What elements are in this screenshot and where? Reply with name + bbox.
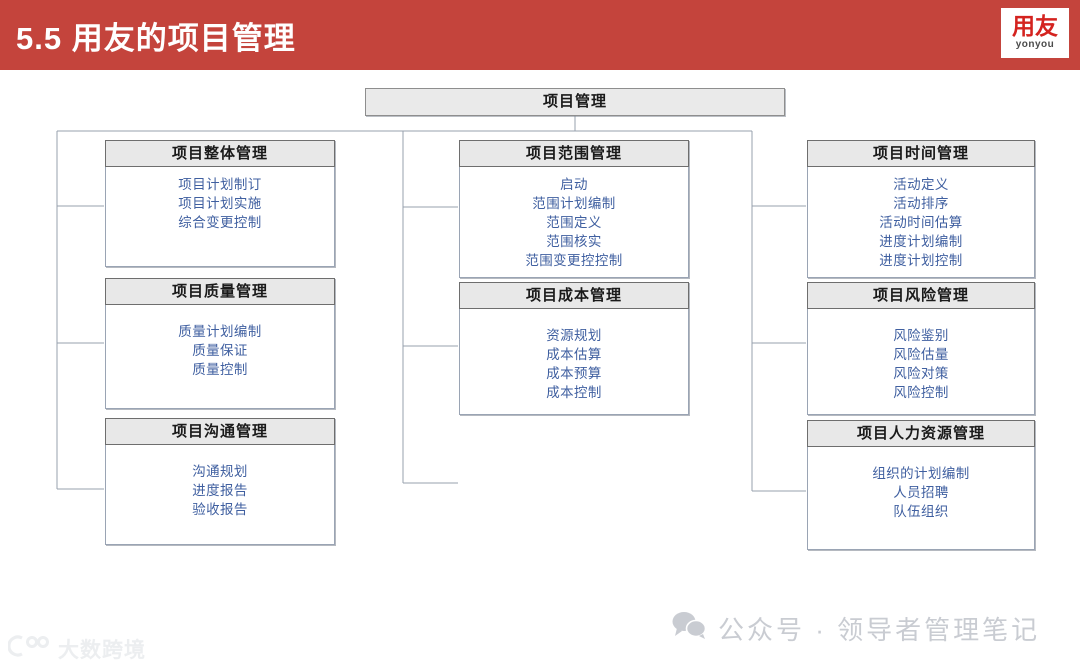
node-title: 项目范围管理 [459, 140, 689, 167]
list-item[interactable]: 成本预算 [546, 366, 602, 381]
list-item[interactable]: 风险控制 [893, 385, 949, 400]
list-item[interactable]: 启动 [560, 177, 588, 192]
list-item[interactable]: 范围计划编制 [532, 196, 616, 211]
diagram-canvas: 项目管理 项目整体管理 项目计划制订 项目计划实施 综合变更控制 项目质量管理 … [0, 70, 1080, 662]
list-item[interactable]: 综合变更控制 [178, 215, 262, 230]
list-item[interactable]: 活动定义 [893, 177, 949, 192]
list-item[interactable]: 队伍组织 [893, 504, 949, 519]
list-item[interactable]: 进度计划编制 [879, 234, 963, 249]
list-item[interactable]: 项目计划实施 [178, 196, 262, 211]
list-item[interactable]: 活动时间估算 [879, 215, 963, 230]
list-item[interactable]: 进度报告 [192, 483, 248, 498]
node-project-scope-management[interactable]: 项目范围管理 启动 范围计划编制 范围定义 范围核实 范围变更控控制 [459, 140, 689, 278]
list-item[interactable]: 项目计划制订 [178, 177, 262, 192]
node-project-communication-management[interactable]: 项目沟通管理 沟通规划 进度报告 验收报告 [105, 418, 335, 545]
node-project-risk-management[interactable]: 项目风险管理 风险鉴别 风险估量 风险对策 风险控制 [807, 282, 1035, 415]
node-items: 活动定义 活动排序 活动时间估算 进度计划编制 进度计划控制 [808, 166, 1034, 270]
node-title: 项目风险管理 [807, 282, 1035, 309]
node-items: 质量计划编制 质量保证 质量控制 [106, 304, 334, 379]
logo-en-text: yonyou [1015, 39, 1055, 50]
list-item[interactable]: 成本控制 [546, 385, 602, 400]
node-title: 项目质量管理 [105, 278, 335, 305]
root-node-project-management[interactable]: 项目管理 [365, 88, 785, 116]
logo-cn-text: 用友 [1012, 13, 1058, 39]
dashu-logo-icon [7, 633, 50, 665]
list-item[interactable]: 范围定义 [546, 215, 602, 230]
bottom-left-watermark: 大数跨境 [7, 633, 146, 665]
node-project-cost-management[interactable]: 项目成本管理 资源规划 成本估算 成本预算 成本控制 [459, 282, 689, 415]
list-item[interactable]: 质量控制 [192, 362, 248, 377]
list-item[interactable]: 成本估算 [546, 347, 602, 362]
list-item[interactable]: 进度计划控制 [879, 253, 963, 268]
node-items: 风险鉴别 风险估量 风险对策 风险控制 [808, 308, 1034, 402]
page-title: 5.5 用友的项目管理 [16, 21, 296, 56]
list-item[interactable]: 质量计划编制 [178, 324, 262, 339]
node-title: 项目人力资源管理 [807, 420, 1035, 447]
root-node-label: 项目管理 [542, 94, 607, 110]
list-item[interactable]: 范围变更控控制 [525, 253, 623, 268]
list-item[interactable]: 组织的计划编制 [872, 466, 970, 481]
node-items: 项目计划制订 项目计划实施 综合变更控制 [106, 166, 334, 232]
list-item[interactable]: 风险估量 [893, 347, 949, 362]
bottom-left-watermark-text: 大数跨境 [58, 639, 146, 662]
wechat-watermark-text: 公众号 · 领导者管理笔记 [718, 615, 1041, 645]
node-title: 项目成本管理 [459, 282, 689, 309]
connector-lines [56, 116, 806, 492]
node-items: 资源规划 成本估算 成本预算 成本控制 [460, 308, 688, 402]
node-title: 项目沟通管理 [105, 418, 335, 445]
list-item[interactable]: 资源规划 [546, 328, 602, 343]
node-project-time-management[interactable]: 项目时间管理 活动定义 活动排序 活动时间估算 进度计划编制 进度计划控制 [807, 140, 1035, 278]
node-title: 项目整体管理 [105, 140, 335, 167]
list-item[interactable]: 范围核实 [546, 234, 602, 249]
node-title: 项目时间管理 [807, 140, 1035, 167]
node-items: 沟通规划 进度报告 验收报告 [106, 444, 334, 519]
list-item[interactable]: 活动排序 [893, 196, 949, 211]
wechat-watermark: 公众号 · 领导者管理笔记 [672, 610, 1040, 647]
list-item[interactable]: 沟通规划 [192, 464, 248, 479]
header-banner: 5.5 用友的项目管理 用友 yonyou [0, 0, 1080, 70]
node-project-quality-management[interactable]: 项目质量管理 质量计划编制 质量保证 质量控制 [105, 278, 335, 409]
yonyou-logo: 用友 yonyou [1001, 8, 1069, 58]
list-item[interactable]: 人员招聘 [893, 485, 949, 500]
wechat-icon [672, 611, 707, 646]
node-project-integration-management[interactable]: 项目整体管理 项目计划制订 项目计划实施 综合变更控制 [105, 140, 335, 267]
node-items: 组织的计划编制 人员招聘 队伍组织 [808, 446, 1034, 521]
list-item[interactable]: 风险鉴别 [893, 328, 949, 343]
node-project-hr-management[interactable]: 项目人力资源管理 组织的计划编制 人员招聘 队伍组织 [807, 420, 1035, 550]
list-item[interactable]: 质量保证 [192, 343, 248, 358]
node-items: 启动 范围计划编制 范围定义 范围核实 范围变更控控制 [460, 166, 688, 270]
list-item[interactable]: 验收报告 [192, 502, 248, 517]
list-item[interactable]: 风险对策 [893, 366, 949, 381]
